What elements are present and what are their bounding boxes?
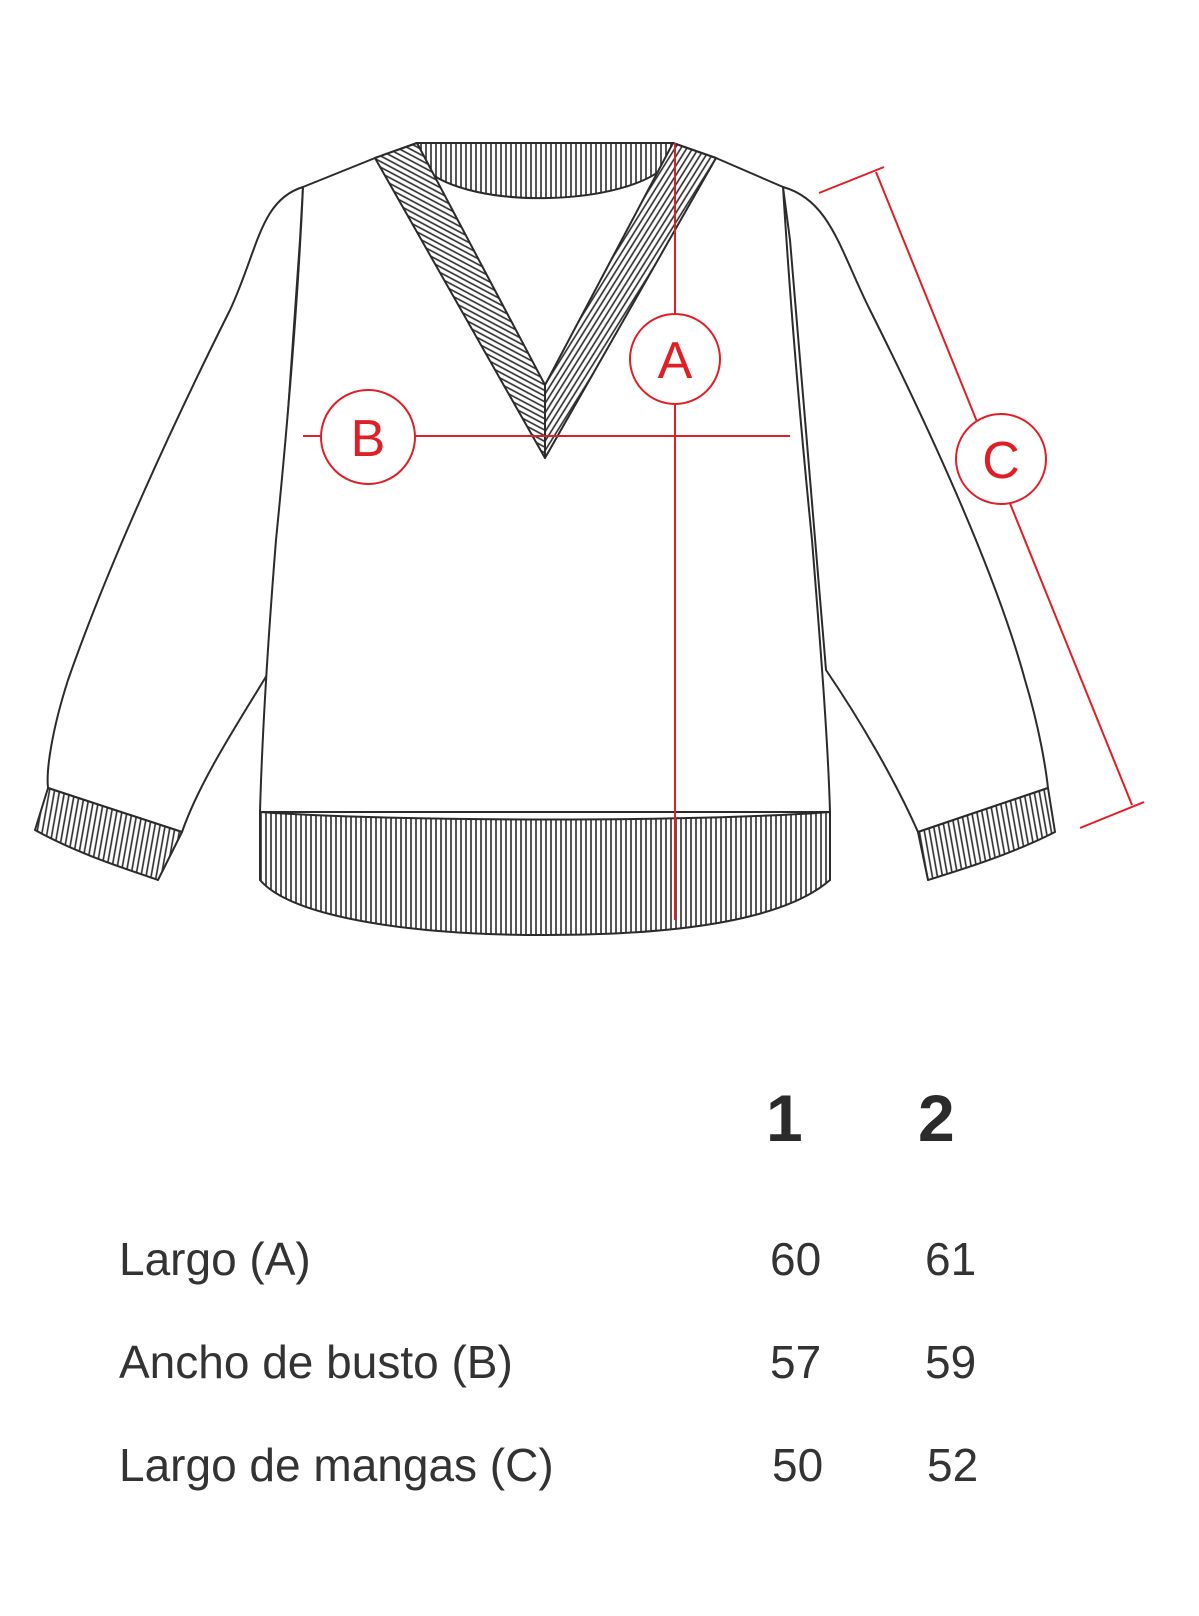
sweater-body [259,142,831,813]
callout-a: A [629,313,721,405]
callout-b-label: B [351,410,386,468]
row-value-size-2: 59 [925,1336,977,1388]
size-table: 1 2 Largo (A) 60 61 Ancho de busto (B) 5… [0,1080,1199,1540]
measure-tick-c-bottom [1079,801,1145,829]
sweater-illustration: A B C [34,142,1145,937]
right-sleeve [782,186,1049,833]
row-label-largo: Largo (A) [119,1233,311,1285]
row-value-size-2: 52 [927,1439,979,1491]
left-cuff [34,787,183,881]
size-header-2: 2 [918,1081,955,1155]
left-sleeve [46,186,304,833]
callout-c-label: C [982,432,1020,490]
callout-c: C [955,413,1047,505]
row-value-size-1: 50 [772,1439,824,1491]
size-header-1: 1 [766,1081,803,1155]
row-label-largo-mangas: Largo de mangas (C) [119,1439,554,1491]
sweater-diagram: A B C [34,142,1145,937]
hem-rib [259,810,831,937]
callout-a-label: A [658,332,693,390]
right-cuff [917,787,1056,881]
row-value-size-1: 60 [770,1233,822,1285]
table-row: Largo (A) 60 61 [0,1232,1199,1302]
table-row: Ancho de busto (B) 57 59 [0,1335,1199,1405]
table-row: Largo de mangas (C) 50 52 [0,1438,1199,1508]
measure-tick-c-top [818,166,885,194]
row-label-ancho-busto: Ancho de busto (B) [119,1336,513,1388]
row-value-size-2: 61 [925,1233,977,1285]
callout-b: B [320,389,416,485]
v-neck-band-right [544,142,717,459]
row-value-size-1: 57 [770,1336,822,1388]
